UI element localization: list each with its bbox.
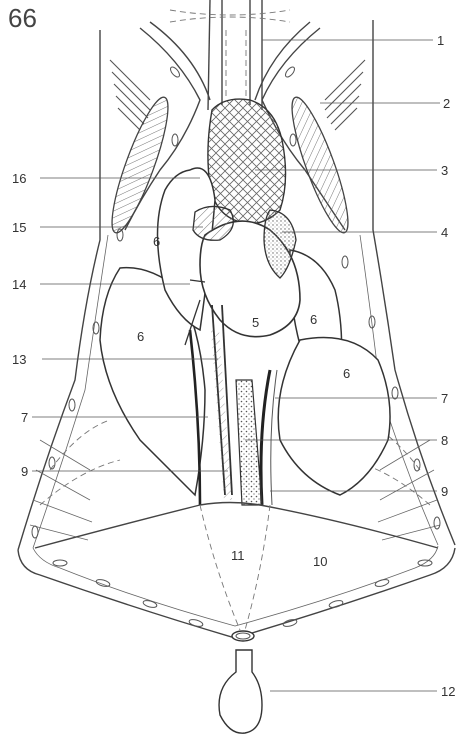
figure-number: 66 bbox=[8, 3, 37, 33]
label-6-right-upper: 6 bbox=[310, 312, 317, 327]
label-6-left: 6 bbox=[137, 329, 144, 344]
label-2: 2 bbox=[443, 96, 450, 111]
label-7-right: 7 bbox=[441, 391, 448, 406]
left-atrium bbox=[193, 206, 233, 240]
label-3: 3 bbox=[441, 163, 448, 178]
label-1: 1 bbox=[437, 33, 444, 48]
label-6-upper-left: 6 bbox=[153, 234, 160, 249]
label-16: 16 bbox=[12, 171, 26, 186]
label-13: 13 bbox=[12, 352, 26, 367]
label-12: 12 bbox=[441, 684, 455, 699]
label-6-right: 6 bbox=[343, 366, 350, 381]
diaphragm bbox=[35, 503, 438, 631]
label-5: 5 bbox=[252, 315, 259, 330]
label-7-left: 7 bbox=[21, 410, 28, 425]
label-14: 14 bbox=[12, 277, 26, 292]
thymus bbox=[208, 99, 286, 223]
label-9-right: 9 bbox=[441, 484, 448, 499]
esophagus bbox=[236, 380, 262, 505]
xiphoid-process bbox=[219, 650, 262, 733]
label-10: 10 bbox=[313, 554, 327, 569]
label-15: 15 bbox=[12, 220, 26, 235]
label-8: 8 bbox=[441, 433, 448, 448]
label-9-left: 9 bbox=[21, 464, 28, 479]
label-4: 4 bbox=[441, 225, 448, 240]
trachea bbox=[170, 0, 290, 110]
label-11: 11 bbox=[231, 548, 245, 563]
